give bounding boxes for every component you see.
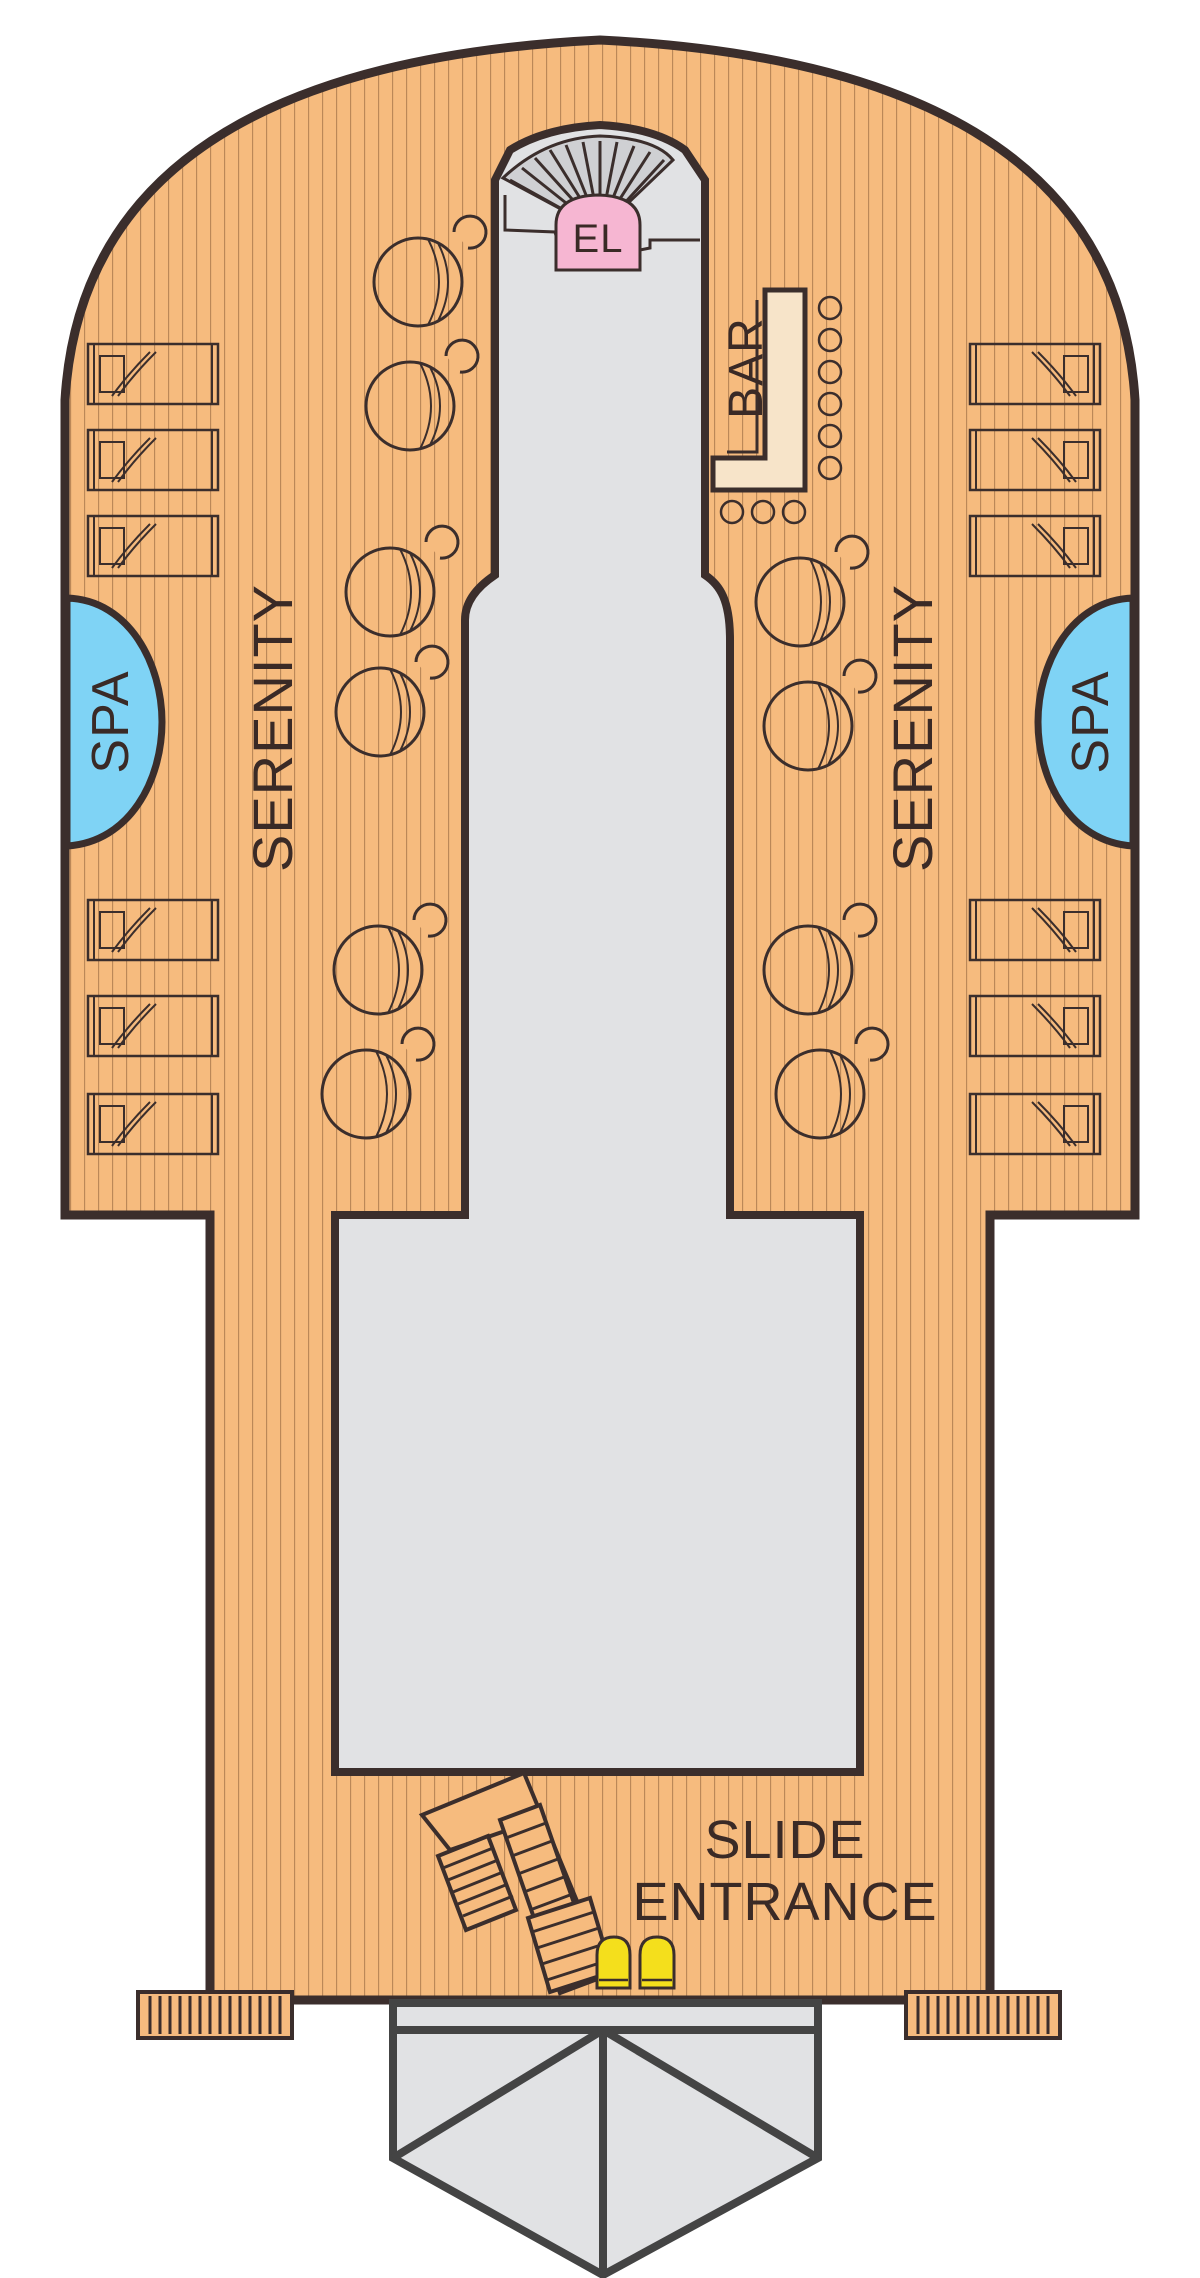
- bar-stool-icon[interactable]: [781, 499, 807, 525]
- bar[interactable]: [710, 287, 808, 493]
- slide-light-icon: [595, 1935, 632, 1990]
- bar-stool-icon[interactable]: [817, 327, 843, 353]
- bar-stool-icon[interactable]: [817, 455, 843, 481]
- spa-left-label: SPA: [82, 670, 140, 773]
- bar-label: BAR: [720, 317, 773, 419]
- spa-right-label: SPA: [1062, 670, 1120, 773]
- bow-structure: [389, 1999, 822, 2278]
- side-ledge-left: [136, 1990, 294, 2040]
- slide-light-icon: [638, 1935, 676, 1990]
- bar-stool-icon[interactable]: [817, 423, 843, 449]
- side-ledge-right: [904, 1990, 1062, 2040]
- spa-left[interactable]: [63, 594, 166, 850]
- bar-stool-icon[interactable]: [750, 499, 776, 525]
- slide-entrance-label-line2: ENTRANCE: [632, 1872, 937, 1932]
- elevator[interactable]: [554, 193, 642, 272]
- bar-stool-icon[interactable]: [817, 359, 843, 385]
- elevator-label: EL: [573, 217, 624, 261]
- serenity-right-label: SERENITY: [881, 584, 944, 872]
- bar-stools: [719, 295, 843, 525]
- slide-entrance-label-line1: SLIDE: [704, 1810, 865, 1870]
- slide-entrance-lights: [595, 1935, 676, 1990]
- bar-stool-icon[interactable]: [719, 499, 745, 525]
- central-area: [331, 120, 864, 1776]
- spa-right[interactable]: [1034, 594, 1137, 850]
- slide-staircase[interactable]: [418, 1770, 615, 1996]
- bar-stool-icon[interactable]: [817, 295, 843, 321]
- serenity-left-label: SERENITY: [241, 584, 304, 872]
- bar-stool-icon[interactable]: [817, 391, 843, 417]
